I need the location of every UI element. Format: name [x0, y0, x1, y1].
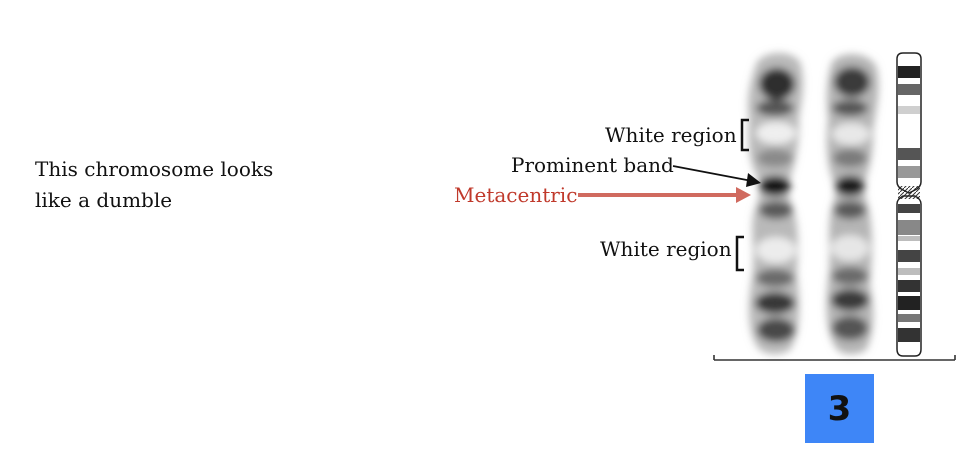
chromosome-photo-left — [747, 53, 804, 355]
arrow-prominent-band — [672, 165, 761, 187]
label-metacentric: Metacentric — [454, 183, 578, 207]
label-white-region-bottom: White region — [600, 237, 732, 261]
arrow-metacentric — [578, 187, 751, 203]
baseline — [713, 355, 956, 361]
chromosome-number-badge: 3 — [805, 374, 874, 443]
bracket-white-region-bottom — [735, 235, 744, 272]
chromosome-photo-right — [826, 54, 879, 355]
bracket-white-region-top — [740, 118, 749, 152]
description-line-2: like a dumble — [35, 188, 173, 212]
label-prominent-band: Prominent band — [511, 153, 674, 177]
chromosome-ideogram — [896, 52, 922, 357]
chromosome-number: 3 — [827, 388, 852, 429]
label-white-region-top: White region — [605, 123, 737, 147]
description-note: This chromosome looks like a dumble — [35, 154, 295, 216]
description-line-1: This chromosome looks — [35, 157, 274, 181]
